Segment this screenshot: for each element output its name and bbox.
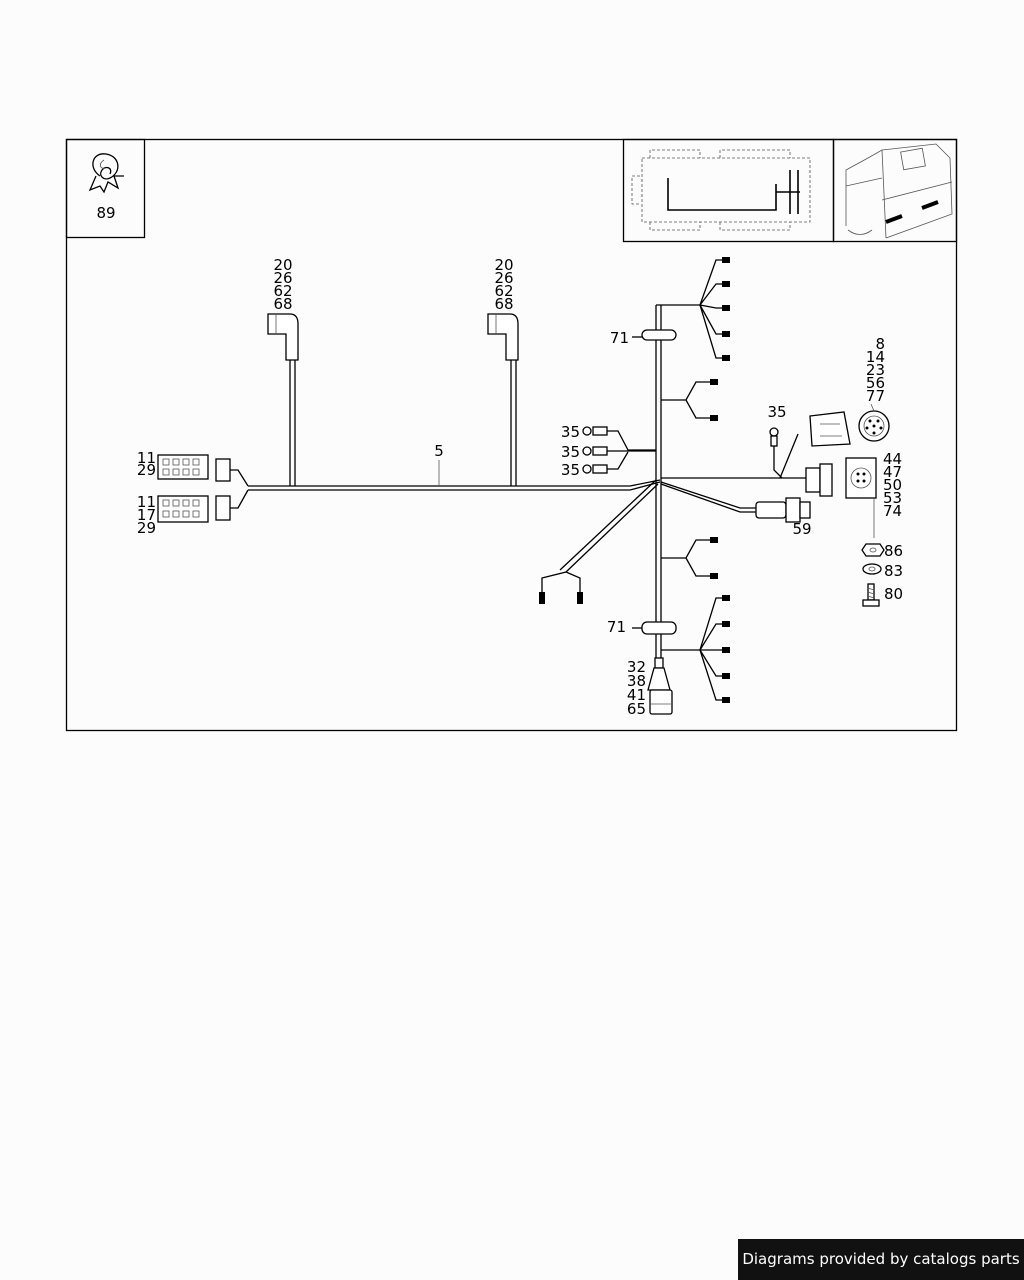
locator-top-view	[622, 138, 835, 243]
label-connector-a-1: 20	[273, 256, 292, 274]
label-bottom-plug-3: 41	[627, 686, 646, 704]
label-ring-terminal-1: 35	[561, 423, 580, 441]
round-plug	[755, 497, 811, 523]
ground-terminal	[769, 427, 783, 479]
label-ring-terminal-3: 35	[561, 461, 580, 479]
label-connector-b-4: 68	[494, 295, 513, 313]
vehicle-top-view-icon	[631, 149, 811, 231]
label-connector-a-4: 68	[273, 295, 292, 313]
callout-labels: 5 20 26 62 68 20 26 62 68 11 29 11 17 29…	[137, 256, 903, 718]
label-socket-cover-1: 8	[875, 335, 885, 353]
label-left-plug-top-2: 29	[137, 461, 156, 479]
label-washer: 83	[884, 562, 903, 580]
lower-fanout	[661, 595, 730, 703]
label-grommet-upper: 71	[610, 329, 629, 347]
label-bottom-plug-2: 38	[627, 672, 646, 690]
label-connector-b-1: 20	[494, 256, 513, 274]
footer-credit: Diagrams provided by catalogs parts	[738, 1239, 1024, 1280]
label-connector-b-3: 62	[494, 282, 513, 300]
washer-icon	[862, 563, 882, 575]
label-round-plug: 59	[792, 520, 811, 538]
left-plug-bottom	[157, 489, 249, 523]
label-panel-socket-3: 50	[883, 476, 902, 494]
label-panel-socket-4: 53	[883, 489, 902, 507]
main-harness	[248, 304, 680, 650]
mid-upper-fork	[661, 379, 718, 421]
label-main-harness: 5	[434, 442, 444, 460]
grommet-upper	[632, 329, 677, 341]
label-left-plug-bottom-1: 11	[137, 493, 156, 511]
label-connector-b-2: 26	[494, 269, 513, 287]
panel-socket	[805, 457, 877, 538]
diagram-frame	[65, 138, 958, 732]
label-bottom-plug-1: 32	[627, 658, 646, 676]
label-socket-cover-2: 14	[866, 348, 885, 366]
lower-left-branch	[539, 479, 659, 604]
label-socket-cover-4: 56	[866, 374, 885, 392]
mid-lower-fork	[661, 537, 718, 579]
ring-terminals	[582, 426, 656, 474]
label-panel-socket-1: 44	[883, 450, 902, 468]
nut-icon	[861, 543, 885, 557]
socket-cover	[809, 410, 890, 447]
label-left-plug-bottom-2: 17	[137, 506, 156, 524]
locator-rear-view	[832, 138, 958, 243]
label-bottom-plug-4: 65	[627, 700, 646, 718]
label-grommet-lower: 71	[607, 618, 626, 636]
leader-lines	[438, 403, 875, 486]
clip-legend: 89	[65, 138, 146, 239]
upper-fanout	[680, 257, 730, 361]
label-bolt: 80	[884, 585, 903, 603]
label-socket-cover-3: 23	[866, 361, 885, 379]
label-panel-socket-5: 74	[883, 502, 902, 520]
label-ground-terminal: 35	[767, 403, 786, 421]
label-socket-cover-5: 77	[866, 387, 885, 405]
clip-icon	[88, 153, 124, 194]
label-nut: 86	[884, 542, 903, 560]
label-panel-socket-2: 47	[883, 463, 902, 481]
left-plug-top	[157, 454, 249, 487]
grommet-lower	[632, 621, 677, 635]
label-left-plug-bottom-3: 29	[137, 519, 156, 537]
label-connector-a-2: 26	[273, 269, 292, 287]
right-wires	[660, 433, 806, 513]
label-left-plug-top-1: 11	[137, 449, 156, 467]
clip-number: 89	[96, 204, 115, 222]
label-ring-terminal-2: 35	[561, 443, 580, 461]
bottom-plug	[647, 650, 673, 715]
bolt-icon	[862, 583, 880, 607]
connector-a	[267, 313, 299, 486]
connector-b	[487, 313, 519, 486]
label-connector-a-3: 62	[273, 282, 292, 300]
vehicle-rear-view-icon	[845, 143, 953, 239]
